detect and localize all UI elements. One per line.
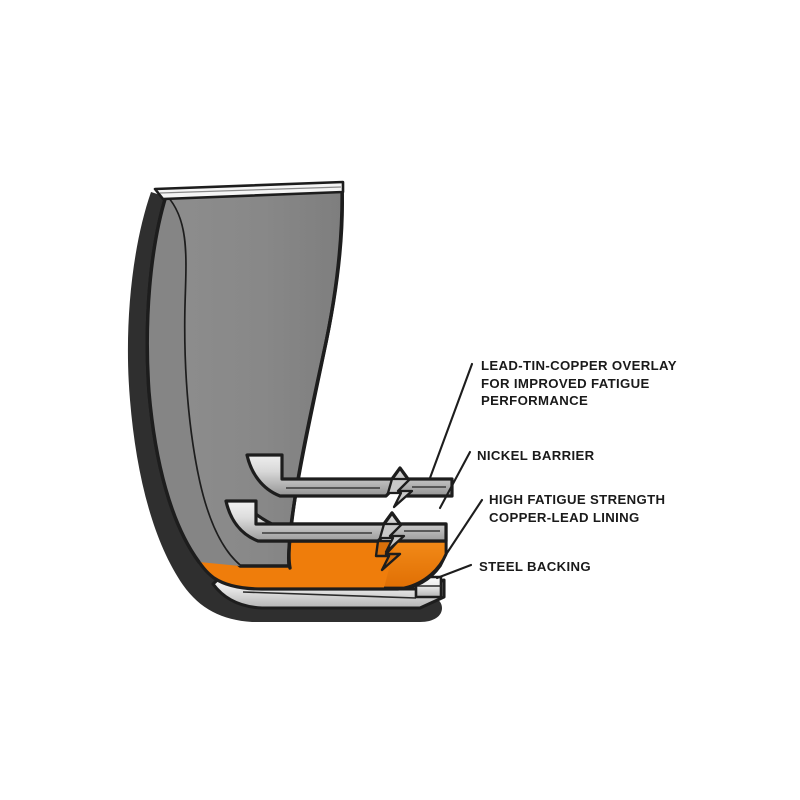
shell-top-edge-highlight <box>153 180 345 201</box>
callout-label-steel-backing: STEEL BACKING <box>479 559 592 574</box>
leader-line-steel <box>435 563 473 580</box>
leader-line-overlay <box>428 362 474 480</box>
callout-label-copper-lead-lining: HIGH FATIGUE STRENGTH COPPER-LEAD LINING <box>489 492 666 525</box>
callout-leader-lines <box>428 362 484 580</box>
leader-line-nickel <box>438 450 472 510</box>
nickel-barrier-layer <box>224 499 448 554</box>
callout-label-nickel-barrier: NICKEL BARRIER <box>477 448 595 463</box>
callout-label-lead-tin-copper-overlay: LEAD-TIN-COPPER OVERLAY FOR IMPROVED FAT… <box>481 358 677 408</box>
lead-tin-copper-overlay-layer <box>245 453 454 509</box>
leader-line-lining <box>445 498 484 555</box>
